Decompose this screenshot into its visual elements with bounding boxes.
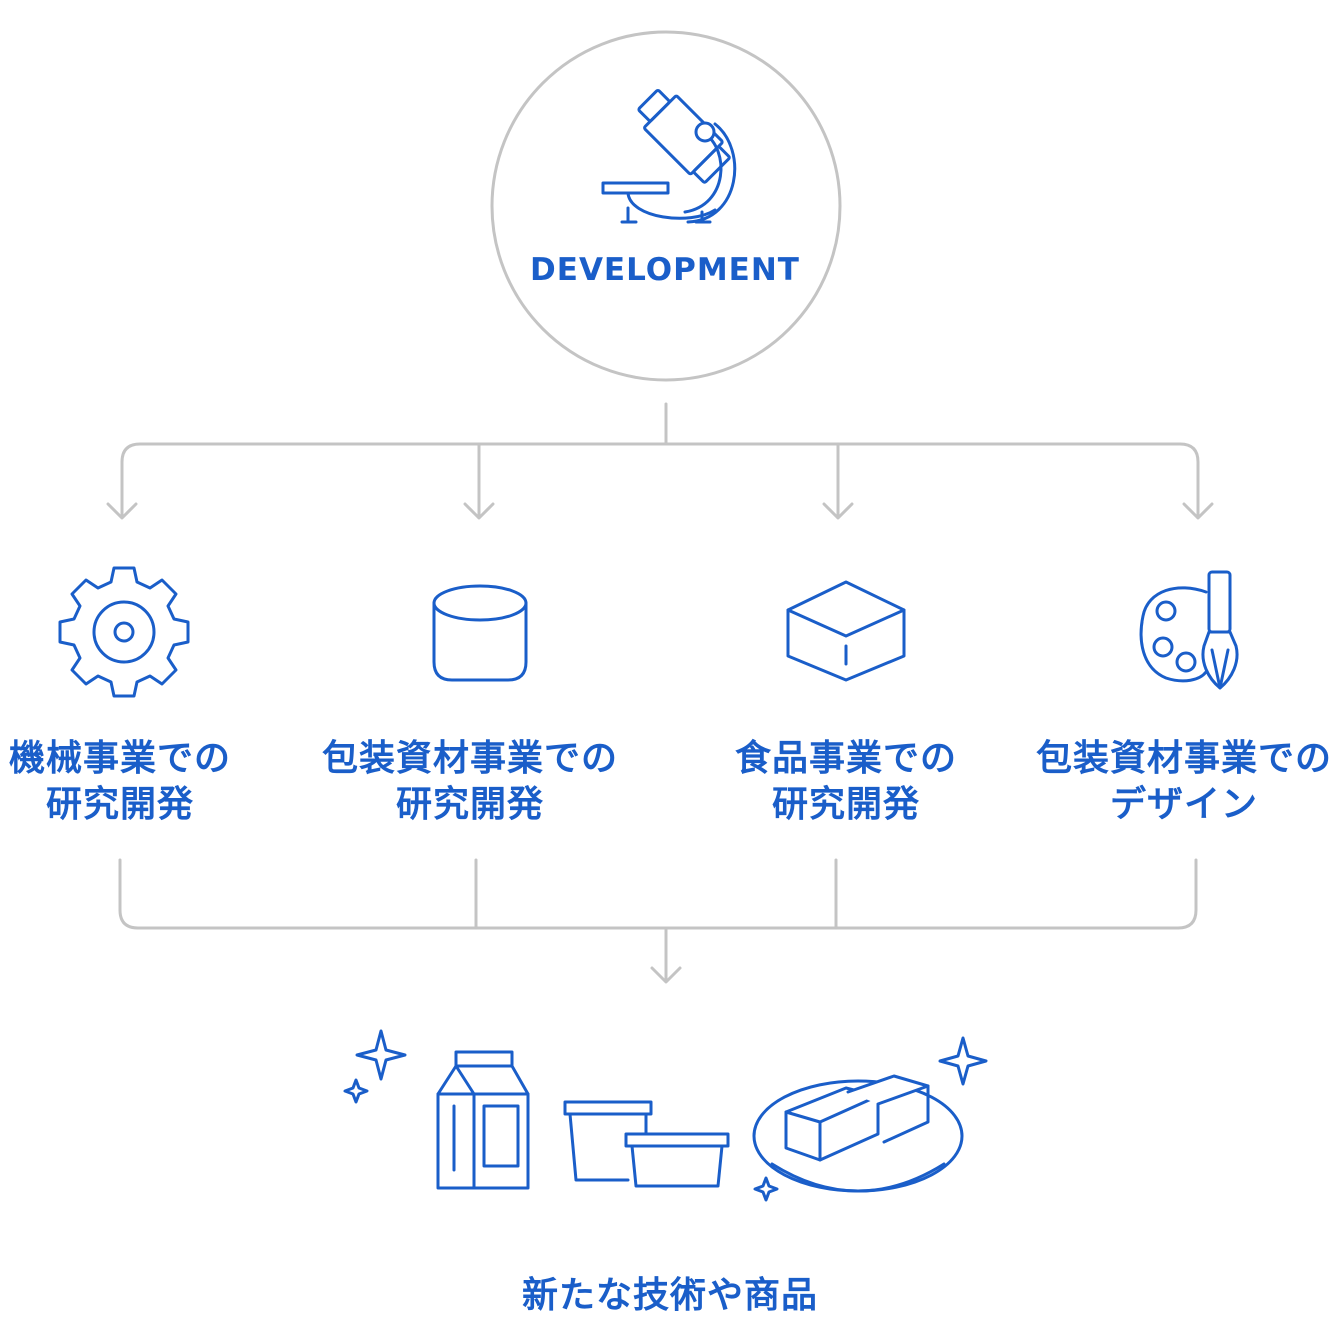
gear-icon [58,566,190,698]
containers-icon [563,1100,730,1188]
cup-container-icon [432,584,528,682]
branch-label-line1: 包装資材事業での [1035,738,1332,779]
branch-label-line1: 機械事業での [8,738,231,779]
arrow-head-1 [106,502,138,520]
arrow-head-2 [463,502,495,520]
paint-palette-brush-icon [1139,570,1239,690]
top-connectors [106,402,1214,520]
branch-label-line2: 研究開発 [395,784,544,825]
box-cube-icon [786,580,906,682]
center-circle [490,30,842,382]
branch-label-line2: 研究開発 [771,784,920,825]
branch-label-machinery: 機械事業での 研究開発 [0,736,290,828]
arrow-head-4 [1182,502,1214,520]
sparkle-icon [343,1029,988,1202]
center-label: DEVELOPMENT [530,252,800,288]
microscope-icon [601,89,737,224]
branch-label-packaging-rd: 包装資材事業での 研究開発 [300,736,640,828]
arrow-head-result [650,966,682,984]
branch-label-line1: 食品事業での [734,738,957,779]
milk-carton-icon [436,1050,530,1190]
result-label: 新たな技術や商品 [521,1275,818,1316]
branch-label-line2: デザイン [1109,784,1258,825]
branch-label-packaging-design: 包装資材事業での デザイン [1014,736,1340,828]
branch-label-line2: 研究開発 [45,784,194,825]
branch-label-food-rd: 食品事業での 研究開発 [676,736,1016,828]
tofu-plate-icon [752,1074,964,1193]
arrow-head-3 [822,502,854,520]
branch-label-line1: 包装資材事業での [321,738,618,779]
bottom-connectors [118,858,1198,984]
